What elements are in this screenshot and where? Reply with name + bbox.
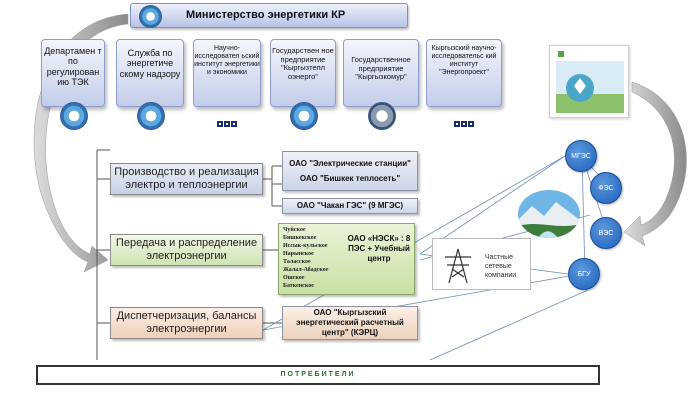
circle-fes: ФЭС xyxy=(590,172,622,204)
category-transmission-label: Передача и распределение электроэнергии xyxy=(115,237,258,262)
region-item: Таласское xyxy=(283,259,311,265)
landscape-image xyxy=(518,190,580,238)
ministry-box: Министерство энергетики КР xyxy=(130,3,408,28)
renewable-logo-icon xyxy=(556,51,624,113)
region-item: Чуйское xyxy=(283,227,306,233)
agency-label: Департамен т по регулирован ию ТЭК xyxy=(44,46,102,88)
circle-bgu: БГУ xyxy=(568,258,600,290)
category-dispatch: Диспетчеризация, балансы электроэнергии xyxy=(110,307,263,339)
agency-tek-regulation: Департамен т по регулирован ию ТЭК xyxy=(41,39,105,130)
circle-label: ВЭС xyxy=(598,229,614,237)
entity-electric-stations: ОАО "Электрические станции" ОАО "Бишкек … xyxy=(282,151,418,191)
private-networks-label: Частные сетевые компании xyxy=(485,254,517,279)
region-item: Иссык-кульское xyxy=(283,243,328,249)
agency-energoproekt: Кыргызский научно-исследовательс кий инс… xyxy=(426,39,502,127)
transmission-tower-icon xyxy=(445,248,471,284)
entity-chakan-ges: ОАО "Чакан ГЭС" (9 МГЭС) xyxy=(282,198,418,214)
agency-kyrgyzteploenergo: Государствен ное предприятие "Кыргызтепл… xyxy=(270,39,336,130)
institute-logo-icon xyxy=(450,114,478,127)
agency-label: Кыргызский научно-исследовательс кий инс… xyxy=(431,45,497,77)
agency-label: Государствен ное предприятие "Кыргызтепл… xyxy=(272,46,334,81)
region-item: Жалал-Абадское xyxy=(283,267,329,273)
agency-energy-supervision: Служба по энергетиче скому надзору xyxy=(116,39,184,130)
category-transmission: Передача и распределение электроэнергии xyxy=(110,234,263,266)
agency-label: Государственное предприятие "Кыргызкомур… xyxy=(351,55,411,82)
renewable-fund-logo xyxy=(549,45,629,118)
consumers-label: ПОТРЕБИТЕЛИ xyxy=(280,371,356,378)
agency-label: Служба по энергетиче скому надзору xyxy=(119,48,181,79)
agency-kyrgyzkomur: Государственное предприятие "Кыргызкомур… xyxy=(343,39,419,130)
entity-label: ОАО "Электрические станции" xyxy=(289,158,411,168)
entity-kerc: ОАО "Кыргызский энергетический расчетный… xyxy=(282,306,418,340)
circle-ves: ВЭС xyxy=(590,217,622,249)
private-networks-box: Частные сетевые компании xyxy=(432,238,531,290)
entity-label: ОАО "Чакан ГЭС" (9 МГЭС) xyxy=(296,201,404,210)
circle-label: ФЭС xyxy=(598,184,614,192)
nesk-label: ОАО «НЭСК» : 8 ПЭС + Учебный центр xyxy=(347,234,411,263)
hydro-landscape-icon xyxy=(518,190,580,238)
category-dispatch-label: Диспетчеризация, балансы электроэнергии xyxy=(116,310,257,335)
entity-label: ОАО "Бишкек теплосеть" xyxy=(299,173,401,183)
entity-label: ОАО "Кыргызский энергетический расчетный… xyxy=(296,308,404,337)
kyrgyz-emblem-icon xyxy=(139,5,162,28)
kyrgyz-emblem-icon xyxy=(290,102,318,130)
regional-networks-box: Чуйское Бишкекское Иссык-кульское Нарынс… xyxy=(278,223,415,295)
category-generation-label: Производство и реализация электро и тепл… xyxy=(114,166,259,191)
region-item: Нарынское xyxy=(283,251,314,257)
kyrgyzkomur-logo-icon xyxy=(368,102,396,130)
kyrgyz-emblem-icon xyxy=(60,102,88,130)
institute-logo-icon xyxy=(213,114,241,127)
ministry-title: Министерство энергетики КР xyxy=(186,9,346,21)
kyrgyz-emblem-icon xyxy=(137,102,165,130)
category-generation: Производство и реализация электро и тепл… xyxy=(110,163,263,195)
circle-label: МГЭС xyxy=(571,152,591,160)
agency-energy-economics-institute: Научно-исследовател ьский институт энерг… xyxy=(193,39,261,127)
region-item: Ошское xyxy=(283,275,305,281)
region-item: Бишкекское xyxy=(283,235,317,241)
circle-mges: МГЭС xyxy=(565,140,597,172)
agency-label: Научно-исследовател ьский институт энерг… xyxy=(194,45,260,77)
right-curved-arrow xyxy=(623,81,687,247)
circle-label: БГУ xyxy=(577,270,591,278)
consumers-bar: ПОТРЕБИТЕЛИ xyxy=(36,365,600,385)
region-item: Баткенское xyxy=(283,283,314,289)
